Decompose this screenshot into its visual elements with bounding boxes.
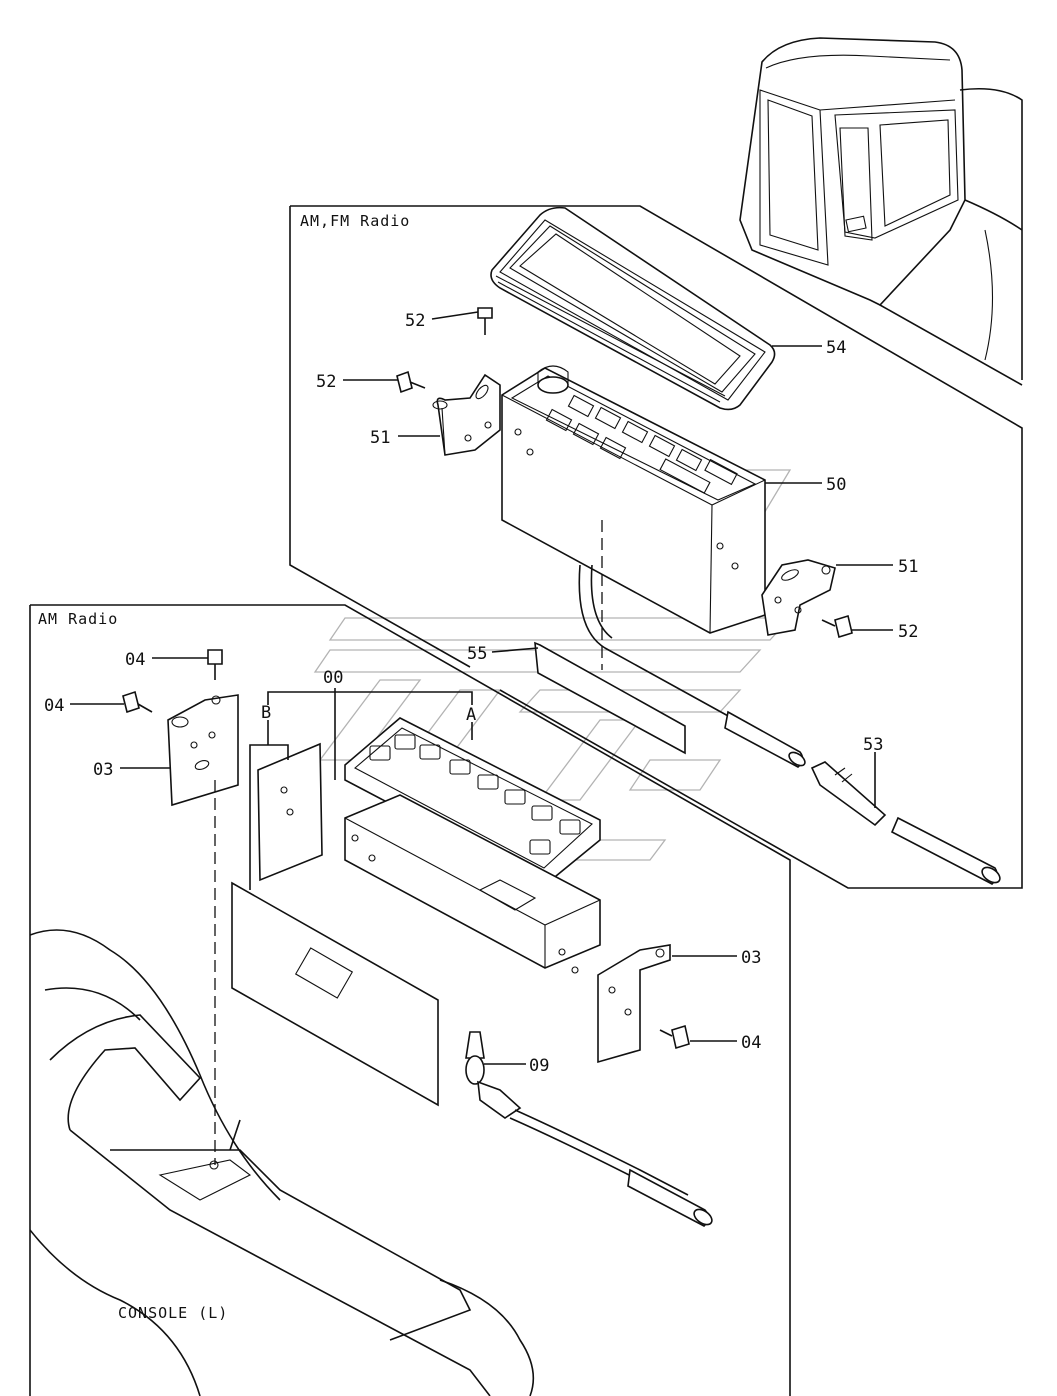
callout-04-right: 04 xyxy=(741,1033,761,1053)
part-53-antenna-cable xyxy=(578,564,1001,885)
callout-51-right: 51 xyxy=(898,557,918,577)
screws-52 xyxy=(396,307,853,639)
callout-52-top: 52 xyxy=(405,311,425,331)
console-label: CONSOLE (L) xyxy=(118,1304,228,1322)
part-50-am-fm-radio xyxy=(501,365,766,670)
callout-03-right: 03 xyxy=(741,948,761,968)
callout-52-right: 52 xyxy=(898,622,918,642)
callout-B: B xyxy=(261,703,271,723)
callouts: 52 52 51 54 50 51 52 55 53 00 A B xyxy=(44,311,918,1076)
callout-03-left: 03 xyxy=(93,760,113,780)
callout-50: 50 xyxy=(826,475,846,495)
callout-53: 53 xyxy=(863,735,883,755)
part-09-cable xyxy=(465,1031,713,1227)
am-fm-radio-region: AM,FM Radio xyxy=(289,205,1023,889)
cab-illustration xyxy=(739,37,1023,386)
screws-04 xyxy=(122,649,690,1050)
callout-54: 54 xyxy=(826,338,846,358)
part-55-plate xyxy=(534,641,686,755)
callout-51-left: 51 xyxy=(370,428,390,448)
am-fm-radio-label: AM,FM Radio xyxy=(300,212,410,230)
callout-00: 00 xyxy=(323,668,343,688)
part-54-bezel xyxy=(490,206,776,411)
callout-A: A xyxy=(466,705,476,725)
callout-55: 55 xyxy=(467,644,487,664)
am-radio-front-plate xyxy=(231,881,439,1107)
console-illustration: CONSOLE (L) xyxy=(29,929,535,1396)
part-00-am-radio xyxy=(344,717,601,974)
callout-04-top: 04 xyxy=(125,650,145,670)
am-radio-region: AM Radio xyxy=(29,604,791,1396)
part-B-plate xyxy=(257,742,323,882)
part-03-bracket-right xyxy=(597,944,671,1064)
part-51-bracket-left xyxy=(432,373,501,456)
callout-09: 09 xyxy=(529,1056,549,1076)
am-fm-buttons xyxy=(545,394,738,494)
callout-04-left: 04 xyxy=(44,696,64,716)
part-03-bracket-left xyxy=(167,694,239,1165)
callout-52-left: 52 xyxy=(316,372,336,392)
am-radio-label: AM Radio xyxy=(38,610,118,628)
part-51-bracket-right xyxy=(761,559,836,636)
